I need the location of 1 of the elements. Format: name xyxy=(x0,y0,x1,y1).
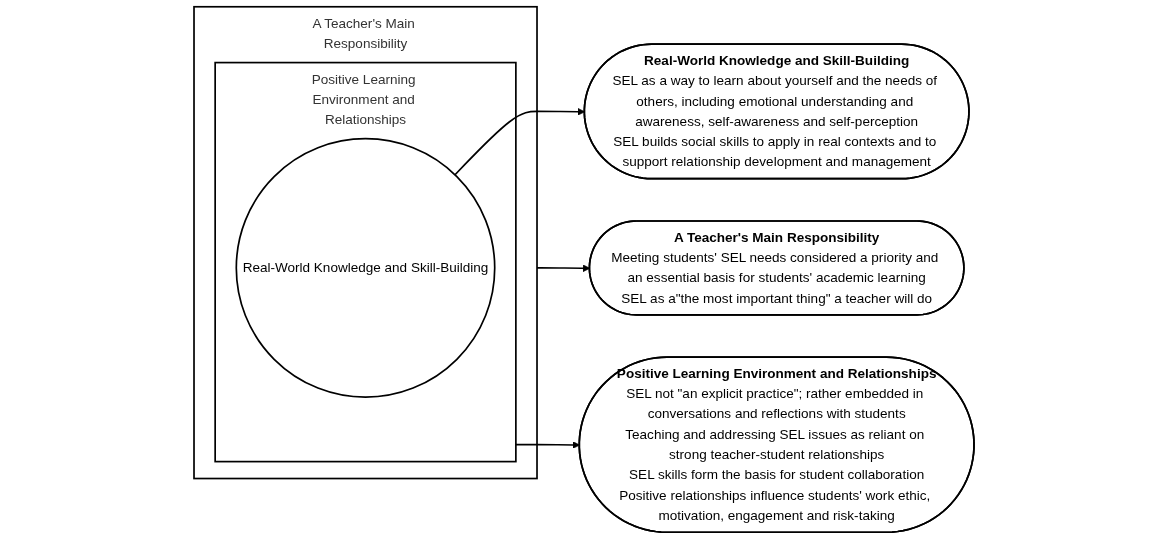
node-circle: Real-World Knowledge and Skill-Building xyxy=(235,137,496,398)
